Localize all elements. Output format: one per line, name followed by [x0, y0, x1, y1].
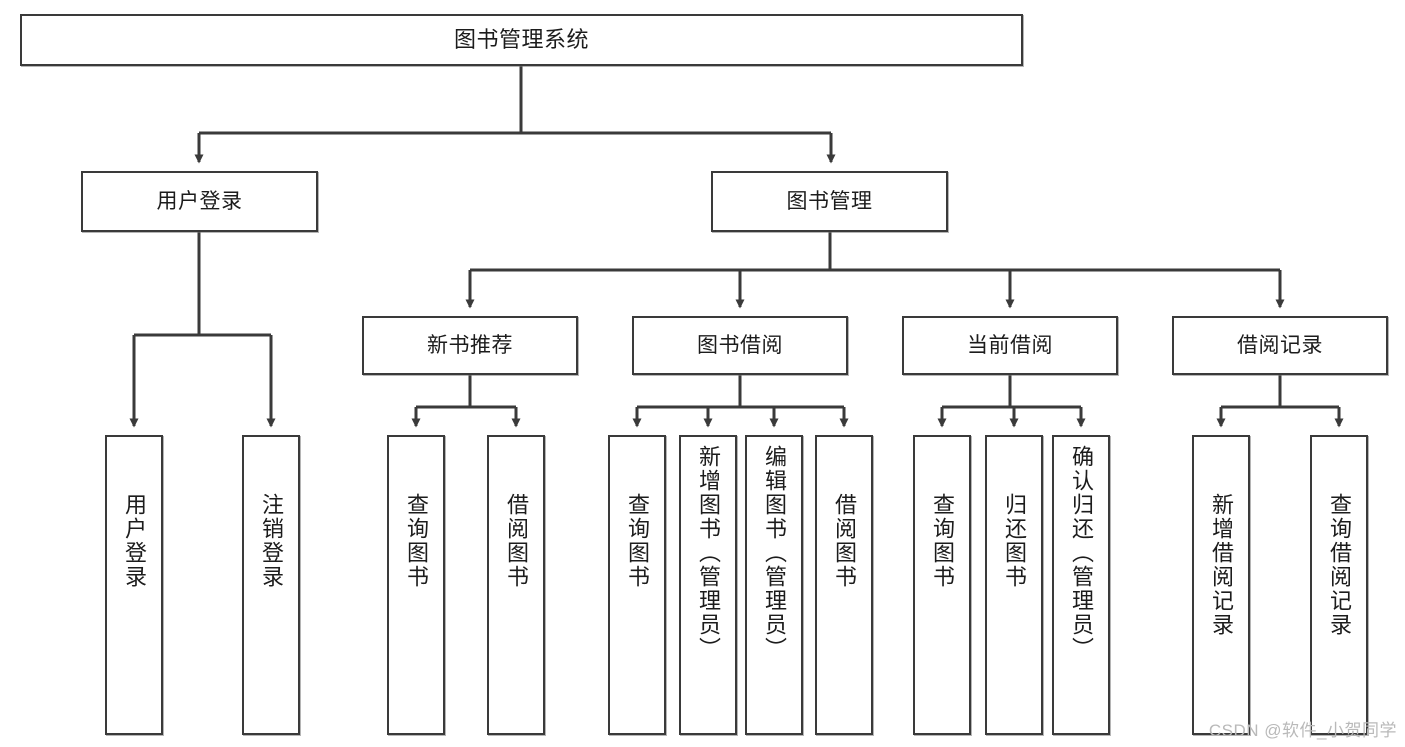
node-leaf-confirm-return-admin[interactable]: 确认归还（管理员） [1052, 435, 1110, 735]
node-label: 查询图书 [404, 493, 429, 589]
node-label: 借阅记录 [1237, 333, 1323, 357]
node-root-book-management-system[interactable]: 图书管理系统 [20, 14, 1023, 66]
node-label: 查询借阅记录 [1327, 493, 1352, 637]
node-label: 确认归还（管理员） [1069, 445, 1094, 661]
node-label: 当前借阅 [967, 333, 1053, 357]
node-leaf-query-book-borrow[interactable]: 查询图书 [608, 435, 666, 735]
node-leaf-query-book-current[interactable]: 查询图书 [913, 435, 971, 735]
node-label: 图书管理系统 [453, 26, 589, 52]
node-leaf-edit-book-admin[interactable]: 编辑图书（管理员） [745, 435, 803, 735]
node-label: 图书管理 [786, 189, 873, 213]
node-user-login[interactable]: 用户登录 [81, 171, 318, 232]
node-label: 新增借阅记录 [1209, 493, 1234, 637]
node-label: 查询图书 [930, 493, 955, 589]
node-book-management[interactable]: 图书管理 [711, 171, 948, 232]
node-leaf-add-book-admin[interactable]: 新增图书（管理员） [679, 435, 737, 735]
node-leaf-user-login[interactable]: 用户登录 [105, 435, 163, 735]
node-label: 注销登录 [259, 493, 284, 589]
node-label: 归还图书 [1002, 493, 1027, 589]
watermark-text: CSDN @软件_小贺同学 [1208, 721, 1397, 740]
node-book-borrow[interactable]: 图书借阅 [632, 316, 848, 375]
node-leaf-borrow-book[interactable]: 借阅图书 [815, 435, 873, 735]
node-leaf-borrow-book-recommend[interactable]: 借阅图书 [487, 435, 545, 735]
node-label: 借阅图书 [832, 493, 857, 589]
node-leaf-query-borrow-record[interactable]: 查询借阅记录 [1310, 435, 1368, 735]
node-label: 新书推荐 [427, 333, 513, 357]
node-borrow-record[interactable]: 借阅记录 [1172, 316, 1388, 375]
node-leaf-add-borrow-record[interactable]: 新增借阅记录 [1192, 435, 1250, 735]
node-label: 用户登录 [122, 493, 147, 589]
node-label: 图书借阅 [697, 333, 783, 357]
node-new-book-recommend[interactable]: 新书推荐 [362, 316, 578, 375]
node-leaf-logout-login[interactable]: 注销登录 [242, 435, 300, 735]
node-label: 查询图书 [625, 493, 650, 589]
node-current-borrow[interactable]: 当前借阅 [902, 316, 1118, 375]
node-label: 借阅图书 [504, 493, 529, 589]
node-leaf-query-book-recommend[interactable]: 查询图书 [387, 435, 445, 735]
node-label: 新增图书（管理员） [696, 445, 721, 661]
node-label: 编辑图书（管理员） [762, 445, 787, 661]
node-label: 用户登录 [156, 189, 243, 213]
node-leaf-return-book[interactable]: 归还图书 [985, 435, 1043, 735]
